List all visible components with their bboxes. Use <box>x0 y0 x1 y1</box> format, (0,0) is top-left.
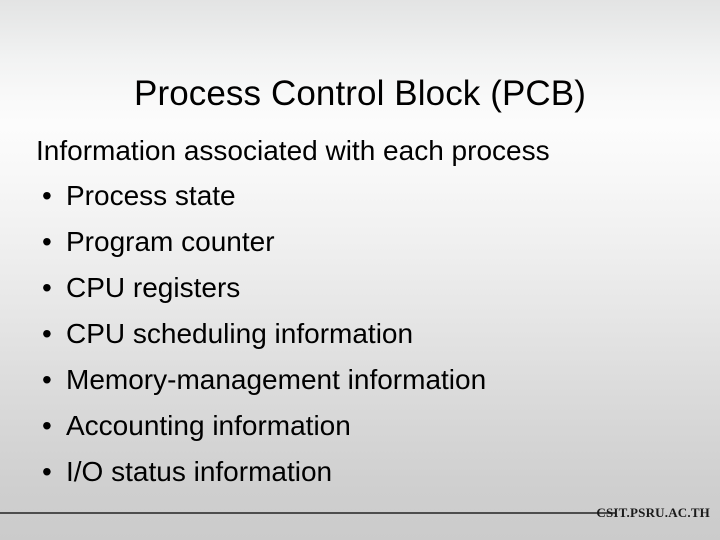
list-item: • Accounting information <box>36 403 636 449</box>
intro-text: Information associated with each process <box>36 135 550 166</box>
list-item-label: CPU scheduling information <box>66 318 414 349</box>
list-item-label: Program counter <box>66 226 275 257</box>
bullet-list: • Process state • Program counter • CPU … <box>36 173 636 495</box>
bullet-point-icon: • <box>42 410 52 441</box>
bullet-point-icon: • <box>42 318 52 349</box>
list-item: • CPU scheduling information <box>36 311 636 357</box>
list-item-label: Process state <box>66 180 236 211</box>
list-item-label: CPU registers <box>66 272 241 303</box>
bullet-point-icon: • <box>42 364 52 395</box>
slide-body: Information associated with each process… <box>36 132 636 495</box>
list-item-label: Accounting information <box>66 410 351 441</box>
list-item: • CPU registers <box>36 265 636 311</box>
slide-title: Process Control Block (PCB) <box>134 74 586 114</box>
footer-divider <box>0 512 615 514</box>
bullet-point-icon: • <box>42 180 52 211</box>
list-item: • Memory-management information <box>36 357 636 403</box>
list-item: • I/O status information <box>36 449 636 495</box>
bullet-point-icon: • <box>42 272 52 303</box>
bullet-point-icon: • <box>42 456 52 487</box>
list-item: • Process state <box>36 173 636 219</box>
slide-footer: CSIT.PSRU.AC.TH <box>0 505 720 540</box>
list-item-label: Memory-management information <box>66 364 487 395</box>
list-item-label: I/O status information <box>66 456 333 487</box>
list-item: • Program counter <box>36 219 636 265</box>
bullet-point-icon: • <box>42 226 52 257</box>
footer-site-label: CSIT.PSRU.AC.TH <box>596 505 710 520</box>
